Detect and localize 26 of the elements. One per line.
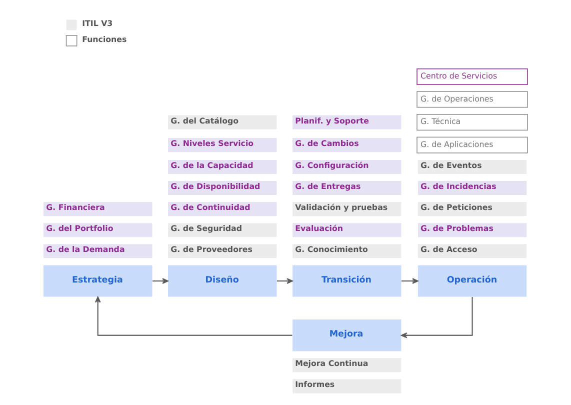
node-box: G. de Continuidad — [168, 202, 277, 216]
node-box: G. del Portfolio — [44, 223, 152, 238]
legend-label: Funciones — [82, 34, 127, 44]
arrow — [402, 278, 418, 284]
arrow — [94, 296, 292, 336]
node-box: Transición — [292, 265, 402, 297]
node-box: Mejora — [292, 320, 402, 352]
node-box: G. Niveles Servicio — [168, 138, 277, 152]
node-box: G. de la Demanda — [44, 244, 152, 258]
node-box: G. de Incidencias — [418, 181, 527, 196]
node-box: G. de Cambios — [292, 138, 402, 152]
node-box: Operación — [418, 265, 527, 297]
node-box: Planif. y Soporte — [292, 115, 402, 130]
node-box: Diseño — [168, 265, 277, 297]
node-box: G. de la Capacidad — [168, 160, 277, 174]
arrow — [276, 278, 293, 284]
legend-label: ITIL V3 — [82, 19, 113, 28]
node-box: G. de Entregas — [292, 181, 402, 196]
arrow — [400, 297, 473, 338]
arrow — [152, 278, 168, 284]
node-box: Evaluación — [292, 223, 402, 238]
node-box: G. de Problemas — [418, 223, 527, 238]
node-box: Estrategia — [44, 265, 152, 297]
node-box: G. de Disponibilidad — [168, 181, 277, 196]
node-box: G. Financiera — [44, 202, 152, 216]
node-box: G. Configuración — [292, 160, 402, 174]
